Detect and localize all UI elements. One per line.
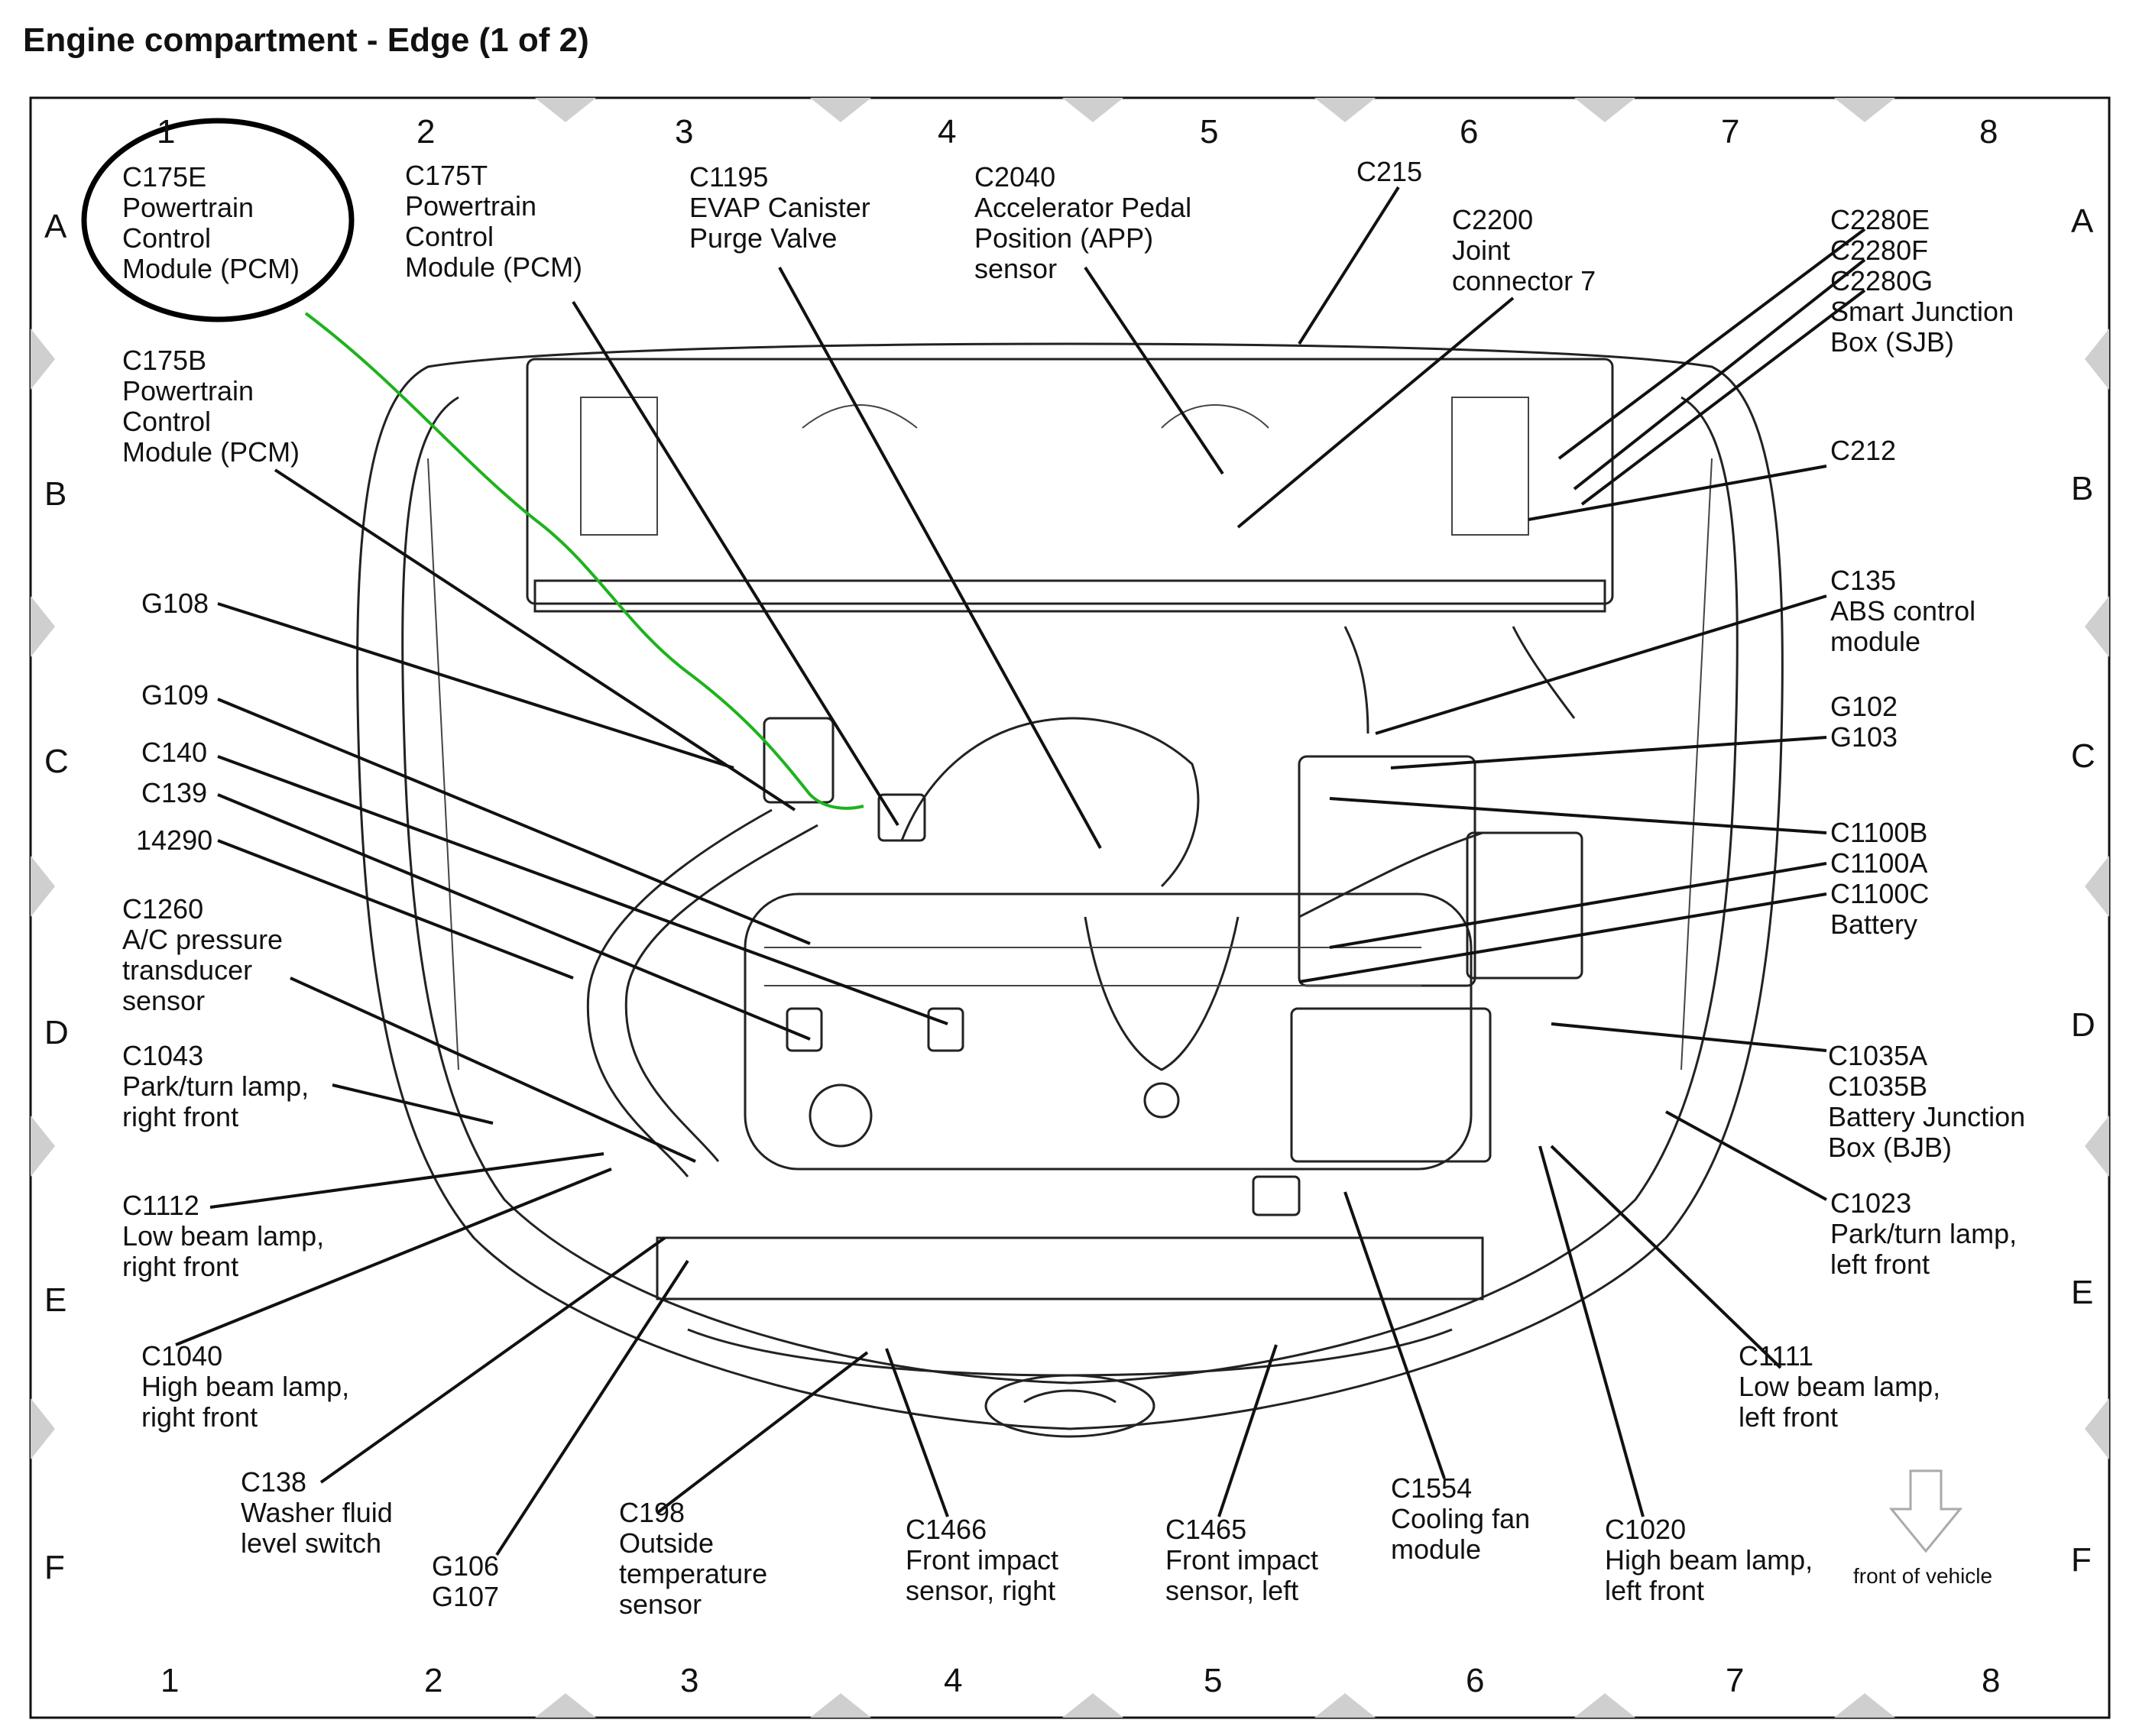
label-c139: C139	[141, 777, 208, 808]
grid-col-7-bottom: 7	[1726, 1662, 1745, 1699]
label-g109: G109	[141, 679, 209, 711]
label-c1023: C1023 Park/turn lamp, left front	[1830, 1187, 2018, 1280]
grid-row-b-left: B	[44, 475, 67, 513]
label-c1043: C1043 Park/turn lamp, right front	[122, 1040, 310, 1132]
front-of-vehicle-label: front of vehicle	[1853, 1564, 1993, 1588]
grid-row-c-right: C	[2071, 737, 2095, 775]
highlight-circle	[81, 118, 355, 322]
front-arrow-icon	[1888, 1469, 1963, 1553]
label-c175b: C175B Powertrain Control Module (PCM)	[122, 345, 300, 468]
label-c140: C140	[141, 737, 208, 768]
grid-row-e-left: E	[44, 1281, 67, 1319]
grid-col-5-top: 5	[1200, 113, 1219, 151]
grid-row-e-right: E	[2071, 1274, 2094, 1311]
page-title: Engine compartment - Edge (1 of 2)	[23, 21, 589, 59]
grid-col-8-top: 8	[1979, 113, 1998, 151]
label-14290: 14290	[136, 824, 213, 856]
label-c1100: C1100B C1100A C1100C Battery	[1830, 817, 1930, 940]
grid-row-d-right: D	[2071, 1006, 2095, 1044]
grid-row-b-right: B	[2071, 470, 2094, 507]
grid-col-4-top: 4	[938, 113, 957, 151]
border-markers	[31, 98, 2109, 1718]
label-g106: G106 G107	[432, 1550, 500, 1612]
grid-row-a-left: A	[44, 208, 67, 245]
label-c138: C138 Washer fluid level switch	[241, 1466, 393, 1559]
label-c2280: C2280E C2280F C2280G Smart Junction Box …	[1830, 204, 2014, 358]
grid-col-2-bottom: 2	[424, 1662, 443, 1699]
label-c198: C198 Outside temperature sensor	[619, 1497, 768, 1620]
label-c1040: C1040 High beam lamp, right front	[141, 1340, 350, 1433]
grid-col-6-top: 6	[1460, 113, 1479, 151]
grid-col-5-bottom: 5	[1204, 1662, 1223, 1699]
label-c175e: C175E Powertrain Control Module (PCM)	[122, 161, 300, 284]
label-c1035: C1035A C1035B Battery Junction Box (BJB)	[1828, 1040, 2026, 1163]
grid-col-3-top: 3	[675, 113, 694, 151]
label-g102: G102 G103	[1830, 691, 1898, 753]
grid-col-1-top: 1	[157, 113, 176, 151]
label-c1554: C1554 Cooling fan module	[1391, 1472, 1531, 1565]
label-c1195: C1195 EVAP Canister Purge Valve	[689, 161, 870, 254]
grid-row-d-left: D	[44, 1014, 69, 1051]
highlight-wire	[304, 312, 864, 810]
label-c1465: C1465 Front impact sensor, left	[1165, 1514, 1319, 1606]
grid-col-3-bottom: 3	[680, 1662, 699, 1699]
grid-col-2-top: 2	[416, 113, 436, 151]
vehicle-body	[356, 342, 1784, 1438]
label-c1260: C1260 A/C pressure transducer sensor	[122, 893, 284, 1016]
grid-row-a-right: A	[2071, 202, 2094, 240]
grid-col-7-top: 7	[1721, 113, 1740, 151]
label-c212: C212	[1830, 435, 1897, 466]
leader-lines	[175, 186, 1866, 1556]
grid-col-6-bottom: 6	[1466, 1662, 1485, 1699]
label-c2040: C2040 Accelerator Pedal Position (APP) s…	[974, 161, 1192, 284]
label-c135: C135 ABS control module	[1830, 565, 1976, 657]
grid-col-1-bottom: 1	[160, 1662, 180, 1699]
grid-col-8-bottom: 8	[1982, 1662, 2001, 1699]
label-c1111: C1111 Low beam lamp, left front	[1739, 1340, 1941, 1433]
grid-row-f-left: F	[44, 1549, 65, 1586]
label-c175t: C175T Powertrain Control Module (PCM)	[405, 160, 583, 283]
grid-col-4-bottom: 4	[944, 1662, 963, 1699]
label-c1020: C1020 High beam lamp, left front	[1605, 1514, 1813, 1606]
label-c2200: C2200 Joint connector 7	[1452, 204, 1596, 296]
label-g108: G108	[141, 588, 209, 619]
label-c1466: C1466 Front impact sensor, right	[906, 1514, 1059, 1606]
grid-row-c-left: C	[44, 743, 69, 780]
grid-row-f-right: F	[2071, 1541, 2092, 1579]
label-c215: C215	[1356, 156, 1423, 187]
engine-details	[427, 397, 1713, 1070]
label-c1112: C1112 Low beam lamp, right front	[122, 1190, 325, 1282]
